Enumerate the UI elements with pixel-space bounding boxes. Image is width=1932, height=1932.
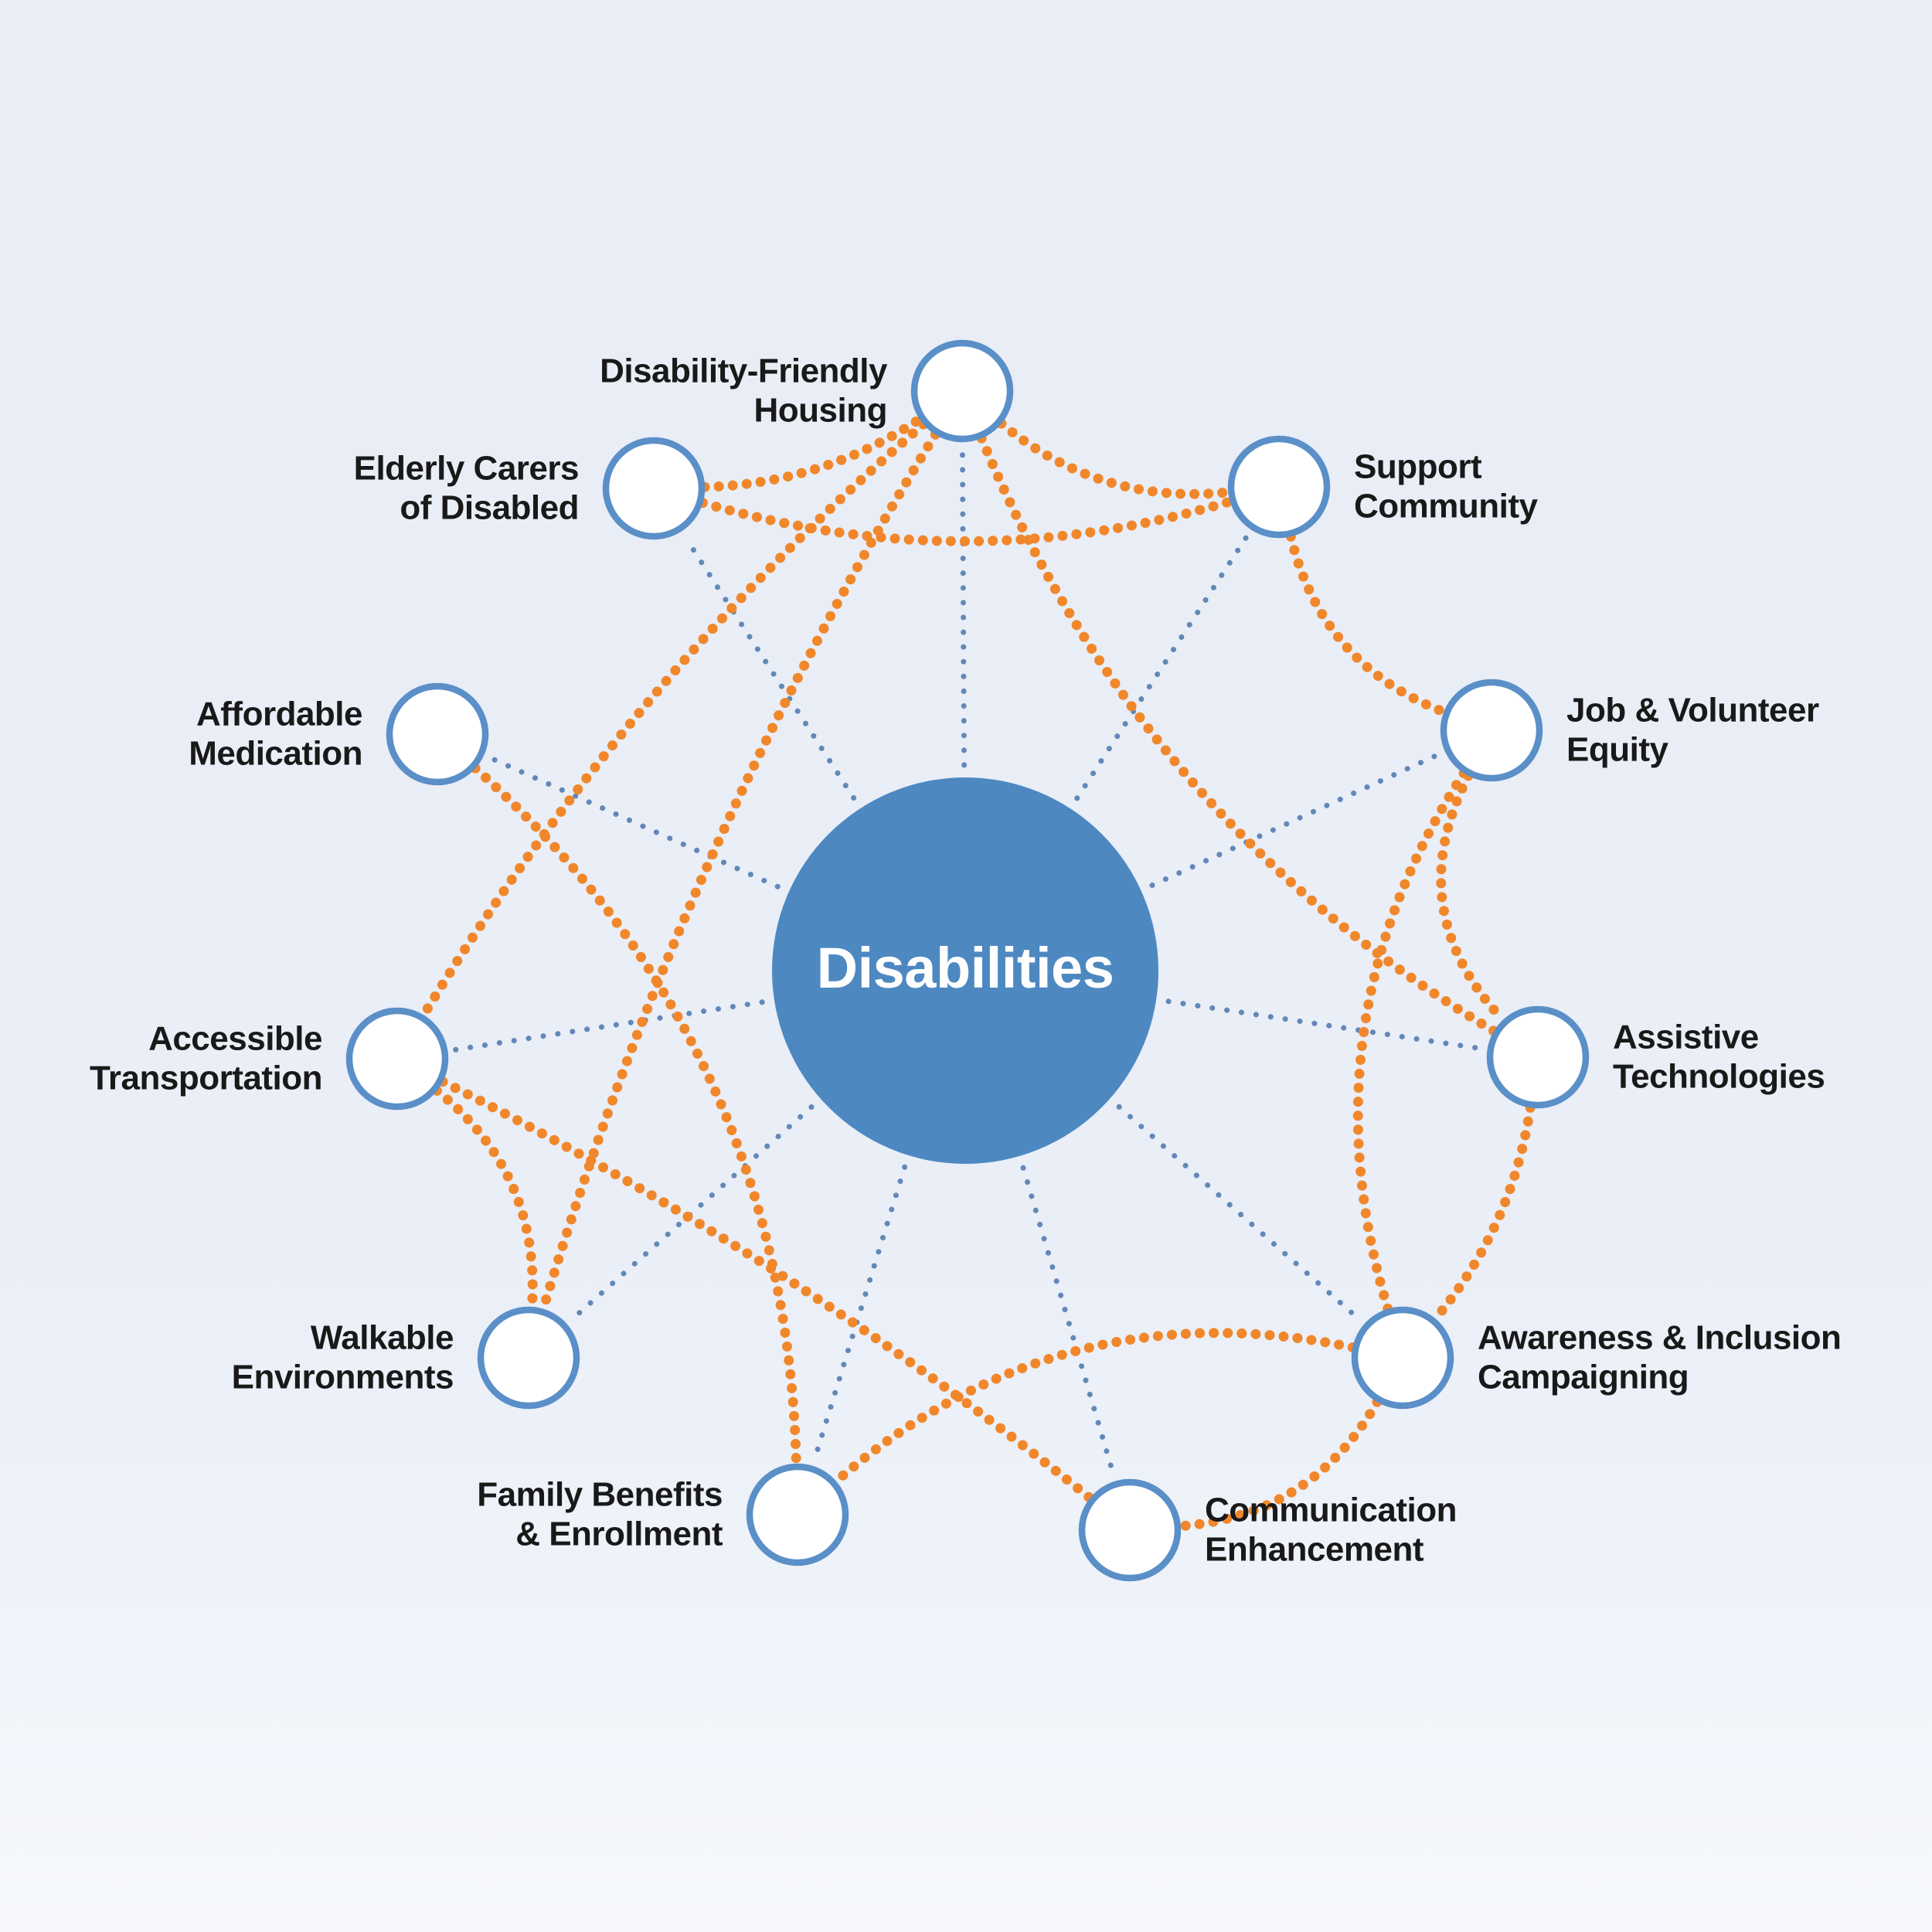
node-circle-transportation: [345, 1007, 449, 1111]
node-label-line: Environments: [231, 1359, 454, 1396]
edge-blue-center-communication: [1020, 1165, 1117, 1477]
node-label-line: Family Benefits: [477, 1475, 723, 1514]
node-circle-family: [746, 1463, 849, 1566]
node-label-family: Family Benefits& Enrollment: [477, 1475, 723, 1555]
node-label-line: Campaigning: [1478, 1359, 1689, 1396]
node-label-line: Assistive: [1613, 1018, 1759, 1056]
node-label-line: Communication: [1205, 1491, 1457, 1529]
node-label-line: Disability-Friendly: [600, 352, 887, 390]
node-label-line: of Disabled: [400, 489, 579, 527]
node-circle-communication: [1078, 1478, 1182, 1582]
edge-blue-center-walkable: [570, 1104, 815, 1322]
edge-orange-assistive-awareness: [1430, 1102, 1536, 1324]
edge-orange-job-awareness: [1352, 767, 1469, 1315]
node-label-line: Awareness & Inclusion: [1478, 1318, 1842, 1357]
edge-blue-center-support: [1074, 533, 1250, 801]
node-label-line: Community: [1354, 488, 1538, 526]
edge-blue-center-awareness: [1116, 1104, 1362, 1322]
edge-orange-housing-support: [996, 418, 1233, 499]
node-label-line: Technologies: [1613, 1058, 1825, 1096]
node-label-line: Job & Volunteer: [1566, 691, 1819, 730]
node-label-line: Support: [1354, 447, 1482, 486]
node-circle-medication: [386, 682, 489, 786]
node-label-line: Elderly Carers: [353, 449, 580, 488]
edge-blue-center-family: [811, 1164, 908, 1461]
node-circle-job: [1440, 679, 1543, 782]
edge-blue-center-elderly: [682, 535, 857, 801]
node-label-line: Accessible: [148, 1019, 322, 1058]
edge-orange-medication-family: [470, 763, 801, 1469]
edge-orange-elderly-housing: [699, 413, 925, 492]
node-circle-elderly: [602, 437, 706, 540]
node-circle-walkable: [477, 1306, 580, 1410]
node-label-line: Housing: [753, 392, 888, 430]
edge-orange-elderly-support: [697, 496, 1236, 546]
node-label-line: & Enrollment: [515, 1515, 723, 1553]
edge-orange-transportation-walkable: [431, 1085, 538, 1312]
center-circle: [772, 777, 1158, 1164]
node-label-line: Affordable: [196, 695, 362, 733]
edge-orange-job-assistive: [1436, 770, 1509, 1026]
node-label-line: Equity: [1566, 731, 1668, 769]
node-label-line: Enhancement: [1205, 1531, 1424, 1569]
edge-orange-support-job: [1285, 531, 1449, 717]
node-circle-housing: [910, 339, 1014, 443]
edge-blue-center-job: [1149, 752, 1441, 889]
node-circle-support: [1227, 435, 1331, 539]
node-label-line: Medication: [189, 735, 362, 773]
edge-orange-transportation-communication: [437, 1077, 1096, 1504]
node-label-line: Transportation: [89, 1060, 323, 1097]
edge-orange-housing-walkable: [538, 429, 940, 1315]
center-label: Disabilities: [816, 936, 1114, 1001]
node-circle-assistive: [1486, 1005, 1590, 1109]
edge-blue-center-assistive: [1165, 998, 1483, 1052]
node-label-line: Walkable: [310, 1318, 454, 1357]
edge-orange-awareness-communication: [1175, 1396, 1383, 1532]
edge-blue-center-transportation: [452, 999, 765, 1053]
node-circle-awareness: [1351, 1306, 1454, 1410]
edge-orange-awareness-family: [831, 1328, 1358, 1487]
edge-blue-center-housing: [959, 447, 968, 768]
edge-orange-housing-transportation: [418, 419, 929, 1021]
